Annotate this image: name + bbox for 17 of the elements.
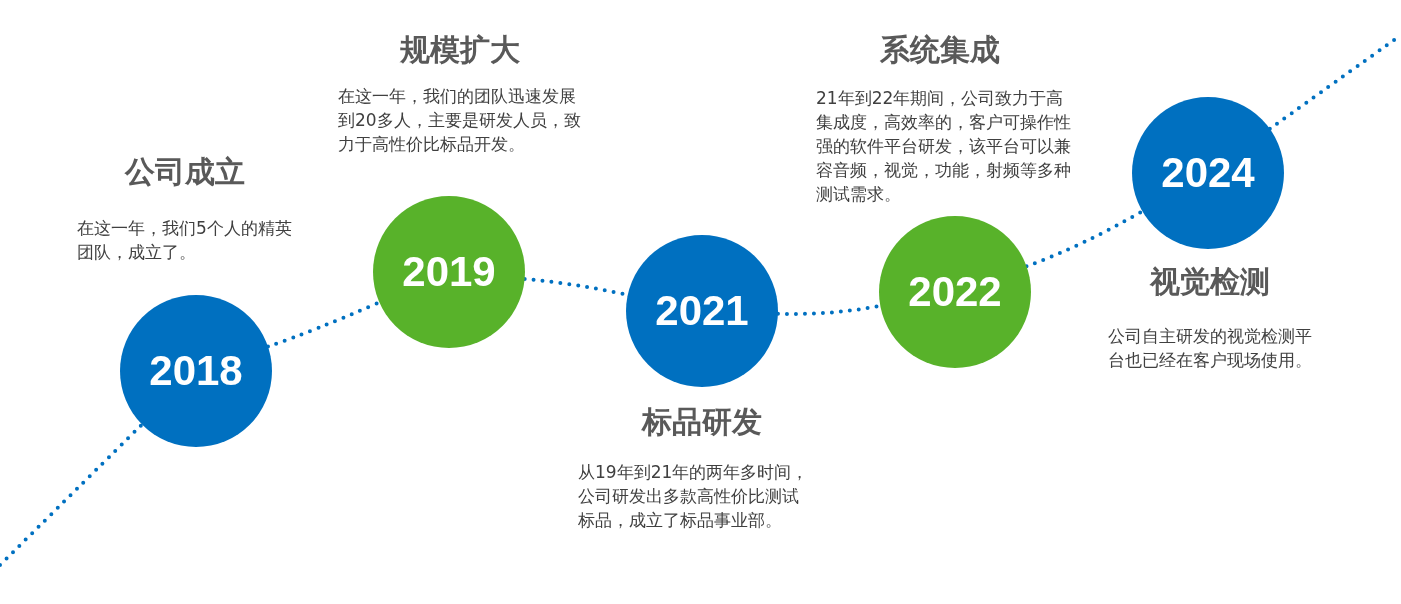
milestone-description: 公司自主研发的视觉检测平台也已经在客户现场使用。: [1108, 325, 1313, 372]
dotted-connector: [266, 300, 382, 349]
milestone-heading: 公司成立: [125, 153, 245, 191]
dotted-connector: [0, 422, 144, 567]
milestone-heading: 标品研发: [642, 403, 762, 441]
year-label: 2024: [1161, 149, 1255, 197]
milestone-description: 从19年到21年的两年多时间，公司研发出多款高性价比测试标品，成立了标品事业部。: [578, 461, 810, 532]
milestone-heading: 视觉检测: [1150, 263, 1270, 301]
year-label: 2019: [402, 248, 496, 296]
year-label: 2022: [908, 268, 1002, 316]
milestone-description: 在这一年，我们的团队迅速发展到20多人，主要是研发人员，致力于高性价比标品开发。: [338, 85, 582, 156]
milestone-description: 在这一年，我们5个人的精英团队，成立了。: [77, 217, 293, 264]
year-label: 2021: [655, 287, 749, 335]
year-label: 2018: [149, 347, 243, 395]
milestone-heading: 规模扩大: [400, 31, 520, 69]
milestone-heading: 系统集成: [880, 31, 1000, 69]
milestone-description: 21年到22年期间，公司致力于高集成度，高效率的，客户可操作性强的软件平台研发，该平台可以兼容音频，视觉，功能，射频等多种测试需求。: [816, 87, 1071, 206]
